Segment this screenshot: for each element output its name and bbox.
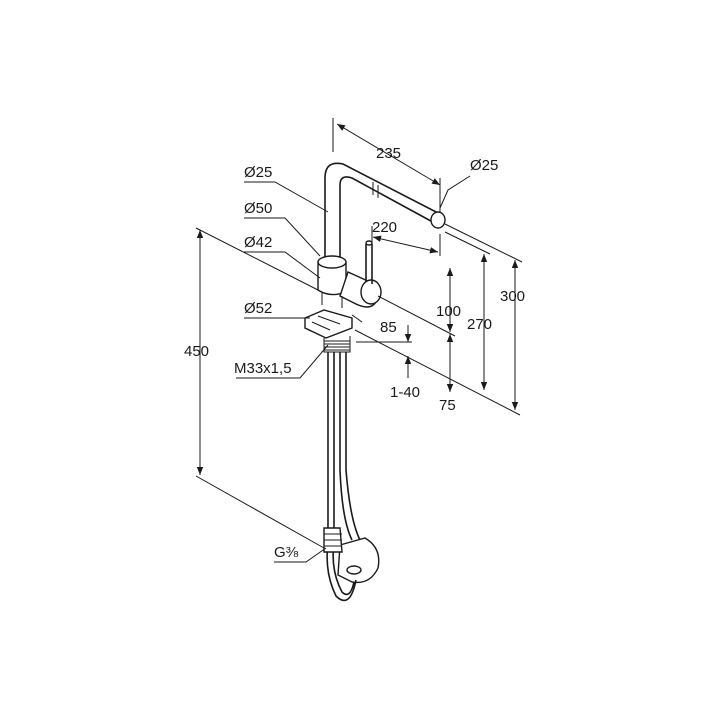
supply-hose [327,352,361,541]
label-450: 450 [184,343,209,360]
leader-d25-outlet [439,175,471,209]
lever-cap [360,279,382,305]
body-top [317,255,347,269]
label-270: 270 [467,316,492,333]
ext-300-bottom [354,329,521,416]
leader-85 [351,314,363,323]
label-g38: G⅜ [274,544,299,561]
ext-450-top [195,227,319,291]
label-d52: Ø52 [244,300,272,317]
dimline-220 [372,235,439,254]
spout-outlet [430,211,446,229]
dimline-235 [336,123,441,186]
label-300: 300 [500,288,525,305]
mounting-thread [323,336,351,353]
leader-d25-top [244,181,329,213]
ext-450-bottom [195,475,325,549]
label-thread: M33x1,5 [234,360,292,377]
connector-thread [324,533,342,547]
label-75: 75 [439,397,456,414]
spout [324,162,441,262]
label-d25-outlet: Ø25 [470,157,498,174]
ext-270-top [444,231,491,255]
lever-handle [365,244,373,284]
hose-weight-slot [346,565,362,575]
faucet-outline [304,162,446,602]
label-100: 100 [436,303,461,320]
ext-100-top [377,295,456,337]
ext-300-top [444,223,523,263]
base-rosette [304,309,353,339]
leader-lines [236,175,471,563]
label-220: 220 [372,219,397,236]
dimension-lines [195,118,523,549]
dimension-labels: Ø25 Ø25 Ø50 Ø42 Ø52 M33x1,5 G⅜ 235 220 1… [184,145,525,561]
label-d25-top: Ø25 [244,164,272,181]
neck [321,292,343,308]
label-1-40: 1-40 [390,384,420,401]
lever-tip [365,240,373,246]
hose-weight [337,537,380,584]
label-d42: Ø42 [244,234,272,251]
base-plate-detail [311,315,341,331]
leader-thread [236,344,329,379]
label-85: 85 [380,319,397,336]
leader-d50 [244,217,321,257]
leader-g38 [274,547,327,563]
label-d50: Ø50 [244,200,272,217]
label-235: 235 [376,145,401,162]
leader-d42 [244,251,321,279]
